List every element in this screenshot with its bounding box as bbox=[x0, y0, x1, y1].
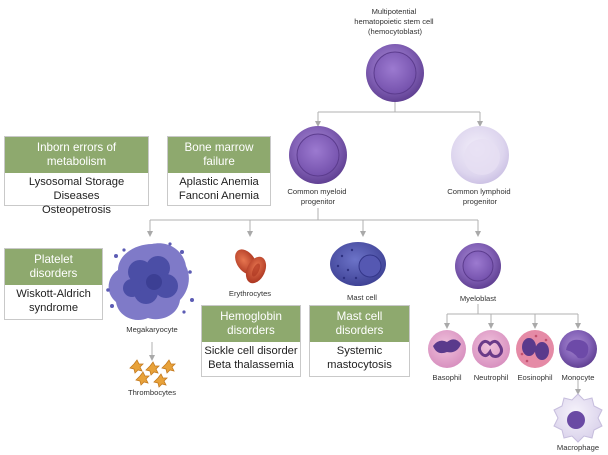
mast-cell-disorders-list: Systemic mastocytosis bbox=[327, 345, 392, 371]
monocyte-label: Monocyte bbox=[562, 373, 595, 382]
platelet-disorders-title: Platelet disorders bbox=[5, 249, 102, 285]
basophil-label: Basophil bbox=[432, 373, 461, 382]
megakaryocyte-label: Megakaryocyte bbox=[126, 325, 178, 334]
connectors bbox=[147, 100, 581, 395]
platelet-disorders-list: Wiskott-Aldrich syndrome bbox=[16, 288, 91, 314]
platelet-disorders-box: Platelet disorders Wiskott-Aldrich syndr… bbox=[4, 248, 103, 320]
mast-cell-disorders-box: Mast cell disorders Systemic mastocytosi… bbox=[309, 305, 410, 377]
neutrophil-icon bbox=[472, 330, 510, 368]
bone-marrow-failure-box: Bone marrow failure Aplastic Anemia Fanc… bbox=[167, 136, 271, 206]
stem-cell-icon bbox=[366, 44, 424, 102]
inborn-errors-box: Inborn errors of metabolism Lysosomal St… bbox=[4, 136, 149, 216]
bone-marrow-failure-title: Bone marrow failure bbox=[168, 137, 270, 173]
basophil-icon bbox=[428, 330, 466, 368]
mast-cell-icon bbox=[330, 242, 386, 286]
lymphoid-progenitor-icon bbox=[451, 126, 509, 184]
macrophage-icon bbox=[553, 393, 603, 443]
myeloblast-label: Myeloblast bbox=[460, 294, 497, 303]
erythrocytes-label: Erythrocytes bbox=[229, 289, 271, 298]
eosinophil-icon bbox=[516, 330, 554, 368]
bone-marrow-failure-list: Aplastic Anemia Fanconi Anemia bbox=[178, 176, 260, 202]
myeloid-progenitor-icon bbox=[289, 126, 347, 184]
inborn-errors-list: Lysosomal Storage Diseases Osteopetrosis bbox=[28, 176, 125, 216]
thrombocytes-label: Thrombocytes bbox=[128, 388, 176, 397]
mast-cell-label: Mast cell bbox=[347, 293, 377, 302]
monocyte-icon bbox=[559, 330, 597, 368]
hemoglobin-disorders-box: Hemoglobin disorders Sickle cell disorde… bbox=[201, 305, 301, 377]
macrophage-label: Macrophage bbox=[557, 443, 599, 452]
myeloid-progenitor-label: Common myeloid progenitor bbox=[287, 187, 348, 206]
inborn-errors-title: Inborn errors of metabolism bbox=[5, 137, 148, 173]
eosinophil-label: Eosinophil bbox=[517, 373, 552, 382]
megakaryocyte-icon bbox=[106, 242, 194, 321]
erythrocytes-icon bbox=[235, 249, 267, 284]
thrombocytes-icon bbox=[129, 359, 176, 388]
myeloblast-icon bbox=[455, 243, 501, 289]
hemoglobin-disorders-title: Hemoglobin disorders bbox=[202, 306, 300, 342]
stem-cell-label: Multipotential hematopoietic stem cell (… bbox=[354, 7, 435, 36]
neutrophil-label: Neutrophil bbox=[474, 373, 509, 382]
mast-cell-disorders-title: Mast cell disorders bbox=[310, 306, 409, 342]
hemoglobin-disorders-list: Sickle cell disorder Beta thalassemia bbox=[204, 345, 298, 371]
lymphoid-progenitor-label: Common lymphoid progenitor bbox=[447, 187, 512, 206]
